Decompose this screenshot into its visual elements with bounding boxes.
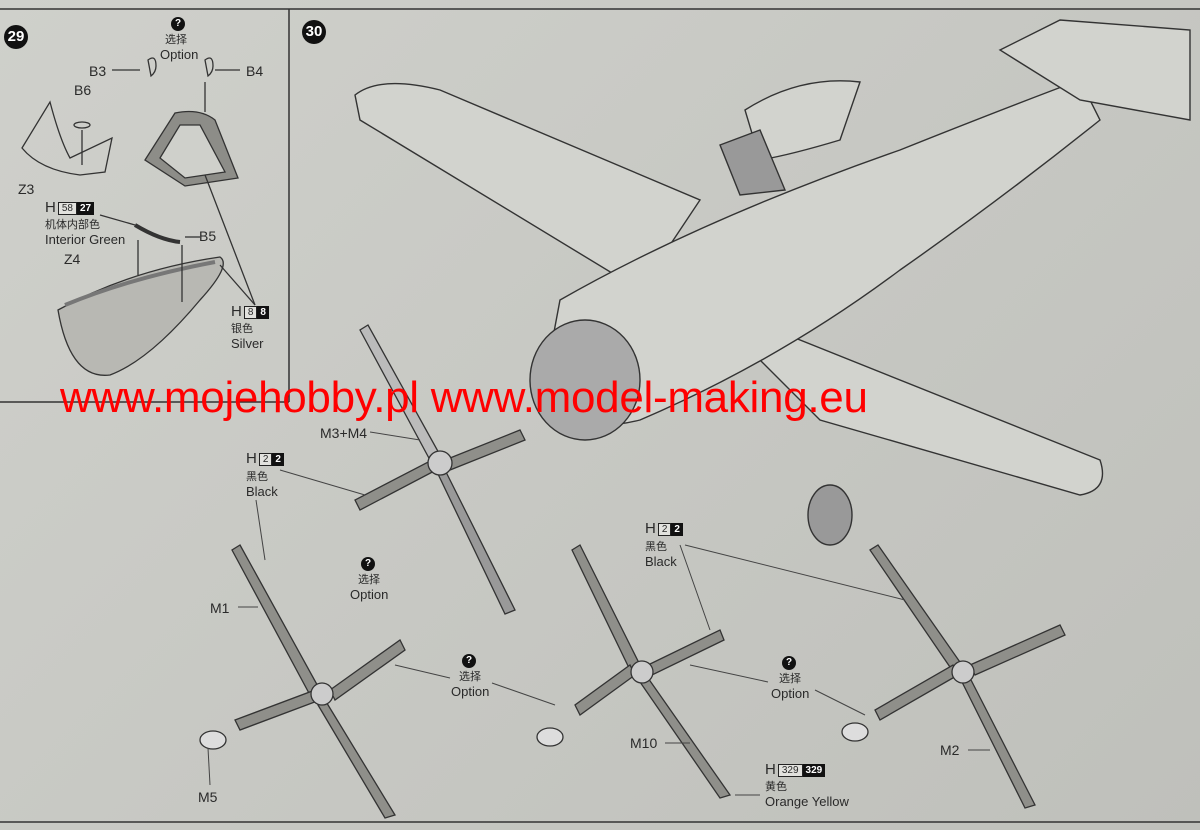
part-z4: Z4: [64, 251, 81, 267]
paint-code-alt: 27: [76, 201, 95, 215]
leader-lines: [207, 431, 990, 796]
step-30-badge: 30: [302, 20, 326, 44]
windscreen-z3: [21, 100, 113, 176]
option-cn: 选择: [459, 671, 481, 683]
paint-code-alt: 8: [257, 305, 269, 319]
option-cn: 选择: [165, 34, 187, 46]
question-icon: ?: [462, 654, 476, 668]
part-b6: B6: [74, 82, 92, 98]
cowling: [529, 319, 641, 441]
paint-h: H: [765, 761, 776, 778]
part-b5-shape: [133, 223, 181, 244]
propellers: [199, 324, 1066, 819]
paint-en: Silver: [231, 336, 264, 351]
part-z3: Z3: [18, 181, 35, 197]
paint-code-alt: 329: [802, 763, 826, 777]
option-label: Option: [350, 587, 389, 602]
part-m5: M5: [198, 789, 218, 805]
step-29-badge: 29: [4, 25, 28, 49]
paint-en: Interior Green: [45, 232, 126, 247]
option-label: Option: [160, 47, 199, 62]
part-b4: B4: [246, 63, 264, 79]
option-cn: 选择: [779, 673, 801, 685]
option-label: Option: [771, 686, 810, 701]
question-icon: ?: [782, 656, 796, 670]
propeller-m1: [199, 544, 406, 819]
paint-h: H: [45, 199, 56, 216]
paint-h: H: [231, 303, 242, 320]
part-m2: M2: [940, 742, 960, 758]
part-b5: B5: [199, 228, 217, 244]
part-b3: B3: [89, 63, 107, 79]
paint-en: Black: [645, 554, 677, 569]
paint-code: 2: [258, 452, 273, 466]
canopy-z4: [57, 256, 224, 376]
option-label: Option: [451, 684, 490, 699]
paint-code-alt: 2: [671, 522, 683, 536]
option-cn: 选择: [358, 574, 380, 586]
question-icon: ?: [171, 17, 185, 31]
paint-cn: 机体内部色: [45, 219, 100, 231]
paint-code: 58: [57, 201, 77, 215]
question-icon: ?: [361, 557, 375, 571]
canopy-z4-frame: [64, 260, 216, 307]
right-wing: [699, 299, 1104, 496]
paint-en: Black: [246, 484, 278, 499]
paint-cn: 黄色: [765, 781, 787, 793]
main-wheel: [807, 484, 853, 546]
paint-cn: 黑色: [246, 471, 268, 483]
propeller-m3m4: [354, 324, 526, 615]
canopy-glass: [159, 124, 227, 179]
paint-h: H: [645, 520, 656, 537]
paint-code: 8: [243, 305, 258, 319]
watermark: www.mojehobby.pl www.model-making.eu: [60, 373, 868, 422]
paint-h: H: [246, 450, 257, 467]
canopy: [744, 80, 861, 161]
part-m10: M10: [630, 735, 658, 751]
propeller-m2: [841, 544, 1066, 809]
tail: [998, 19, 1191, 121]
part-b6-shape: [73, 121, 91, 129]
paint-code: 329: [777, 763, 803, 777]
fuselage: [544, 79, 1101, 426]
canopy-parts: [21, 57, 256, 376]
paint-code: 2: [657, 522, 672, 536]
paint-en: Orange Yellow: [765, 794, 849, 809]
p47-aircraft: [354, 19, 1191, 546]
paint-code-alt: 2: [272, 452, 284, 466]
part-m3m4: M3+M4: [320, 425, 368, 441]
paint-cn: 银色: [231, 323, 253, 335]
left-wing: [354, 82, 702, 291]
part-b3-b4-shapes: [147, 57, 214, 78]
paint-cn: 黑色: [645, 541, 667, 553]
propeller-m10: [536, 544, 732, 799]
part-m1: M1: [210, 600, 230, 616]
windscreen: [719, 129, 787, 196]
